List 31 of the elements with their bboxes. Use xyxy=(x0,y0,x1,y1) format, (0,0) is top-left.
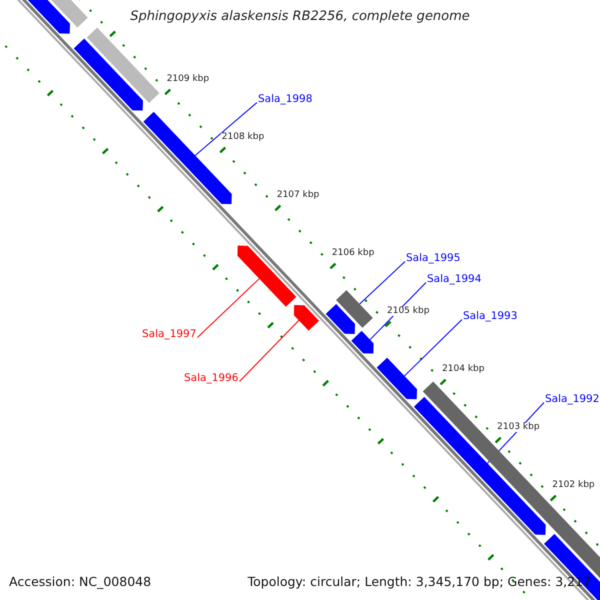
gene-feature xyxy=(237,246,296,307)
tick-label: 2103 kbp xyxy=(496,423,541,432)
gene-label: Sala_1994 xyxy=(427,274,482,284)
gene-feature xyxy=(74,38,143,111)
gene-label: Sala_1993 xyxy=(463,311,518,322)
leader-line xyxy=(194,102,258,156)
tick-label: 2106 kbp xyxy=(330,248,376,258)
gene-bar xyxy=(336,290,373,328)
gene-label: Sala_1992 xyxy=(545,394,600,404)
gene-feature xyxy=(294,305,320,331)
leader-line xyxy=(196,278,260,338)
gene-feature xyxy=(351,330,374,354)
tick-label: 2102 kbp xyxy=(551,481,596,490)
title: Sphingopyxis alaskensis RB2256, complete genome xyxy=(129,10,471,23)
gene-label: Sala_1995 xyxy=(406,253,460,264)
tick-label: 2104 kbp xyxy=(441,365,486,374)
leader-line xyxy=(404,319,462,377)
gene-label: Sala_1997 xyxy=(142,329,196,340)
gene-label: Sala_1996 xyxy=(184,373,238,384)
gene-feature xyxy=(414,396,546,535)
tick-label: 2109 kbp xyxy=(166,74,210,84)
gene-bar xyxy=(86,28,160,103)
gene-feature xyxy=(326,304,356,334)
tick-label: 2107 kbp xyxy=(276,190,320,200)
leader-line xyxy=(359,261,406,305)
leader-line xyxy=(238,320,300,382)
accession-text: Accession: NC_008048 xyxy=(9,576,152,588)
gene-label: Sala_1998 xyxy=(258,94,312,104)
tick-label: 2108 kbp xyxy=(220,132,266,142)
tick-label: 2105 kbp xyxy=(386,307,430,316)
gene-feature xyxy=(376,358,417,400)
